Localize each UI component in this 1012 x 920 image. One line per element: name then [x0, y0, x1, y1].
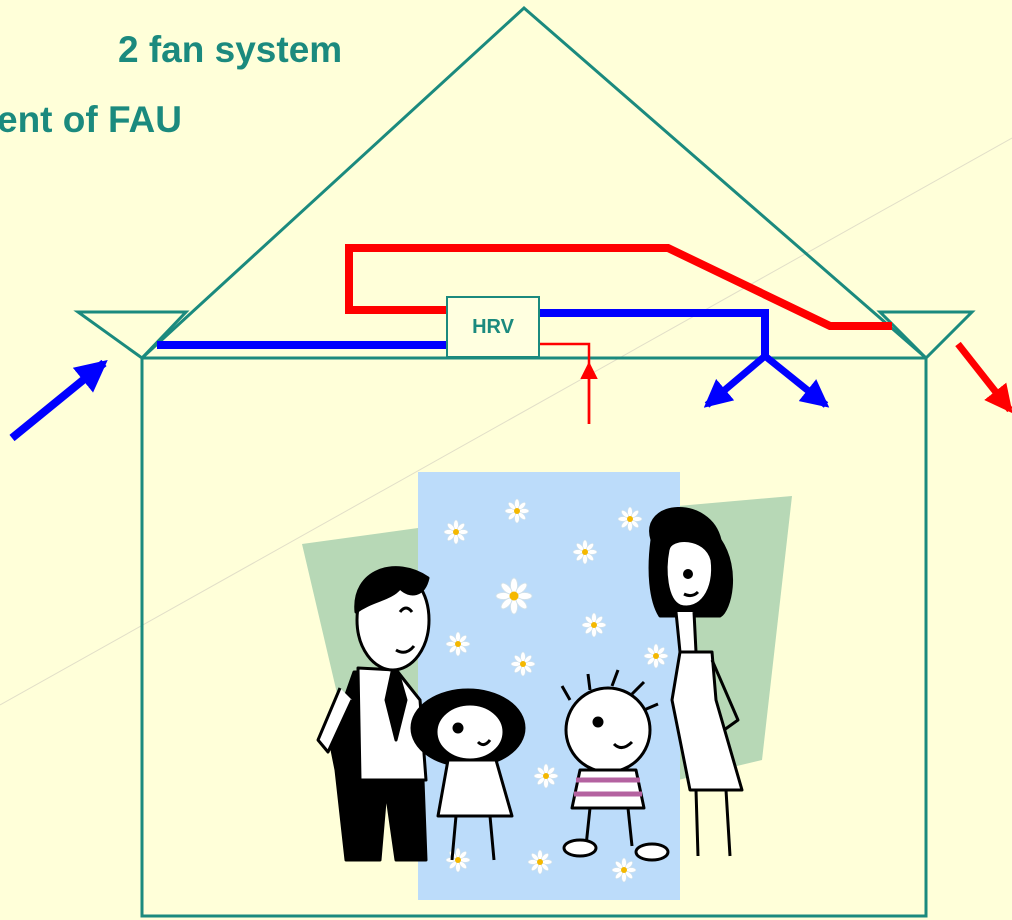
father-figure: [316, 566, 431, 862]
left-eave-vent: [73, 310, 190, 360]
family-clipart: [302, 472, 792, 900]
outdoor-intake-arrow-icon: [9, 359, 108, 442]
daughter-figure: [410, 688, 526, 861]
mother-figure: [648, 507, 744, 857]
return-line: [540, 342, 591, 424]
son-figure: [560, 669, 670, 862]
flower-backdrop: [418, 472, 680, 900]
exhaust-duct: [345, 244, 892, 330]
right-eave-vent: [876, 310, 976, 361]
exhaust-out-arrow-icon: [955, 341, 1012, 414]
house-walls: [140, 356, 928, 918]
supply-right-arrow-icon: [762, 353, 830, 408]
slide-title-line-2: ent of FAU: [0, 99, 182, 140]
slide-title-line-1: 2 fan system: [118, 29, 343, 70]
hrv-unit: HRV: [446, 296, 540, 358]
hrv-label: HRV: [472, 315, 514, 338]
faint-diagonal-line: [0, 137, 1012, 706]
supply-left-arrow-icon: [703, 353, 768, 408]
roof-outline: [140, 5, 927, 360]
supply-duct-indoor: [540, 309, 769, 356]
